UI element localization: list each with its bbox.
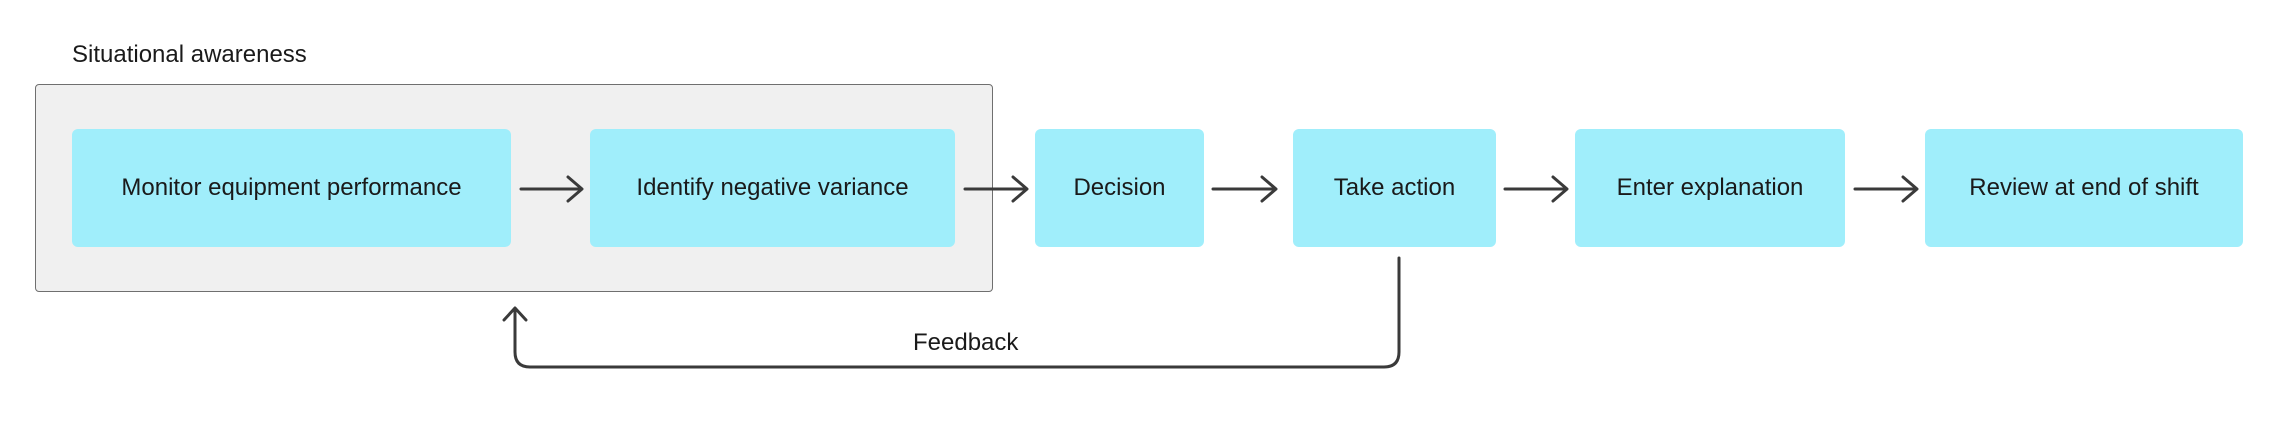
step-decision[interactable]: Decision bbox=[1035, 129, 1204, 247]
feedback-label: Feedback bbox=[913, 329, 1019, 356]
step-monitor-equipment-performance[interactable]: Monitor equipment performance bbox=[72, 129, 511, 247]
arrow-identify-to-decision bbox=[963, 175, 1029, 203]
arrow-take-action-to-enter-explanation bbox=[1503, 175, 1569, 203]
group-title: Situational awareness bbox=[72, 41, 307, 68]
feedback-loop-arrow bbox=[502, 256, 1401, 369]
step-identify-negative-variance[interactable]: Identify negative variance bbox=[590, 129, 955, 247]
arrow-monitor-to-identify bbox=[519, 175, 584, 203]
step-take-action[interactable]: Take action bbox=[1293, 129, 1496, 247]
step-review-at-end-of-shift[interactable]: Review at end of shift bbox=[1925, 129, 2243, 247]
arrow-enter-explanation-to-review bbox=[1853, 175, 1919, 203]
arrow-decision-to-take-action bbox=[1211, 175, 1278, 203]
step-enter-explanation[interactable]: Enter explanation bbox=[1575, 129, 1845, 247]
